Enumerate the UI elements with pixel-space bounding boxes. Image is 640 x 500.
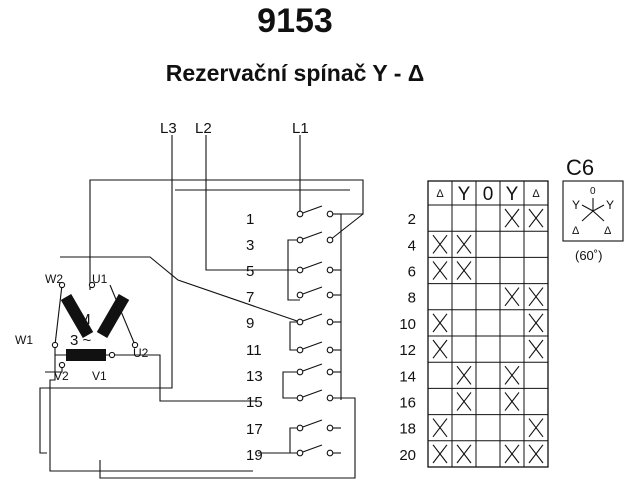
label-l1: L1 — [292, 120, 309, 137]
contact-label-13: 13 — [246, 368, 263, 385]
table-mark — [432, 234, 448, 254]
switch-pos-right-y: Y — [606, 198, 614, 212]
table-mark — [528, 444, 544, 464]
table-mark — [528, 418, 544, 438]
terminal-u2: U2 — [133, 346, 149, 360]
switch-pos-left-y: Y — [572, 198, 580, 212]
contact-label-19: 19 — [246, 447, 263, 464]
table-mark — [456, 392, 472, 411]
terminal-v1: V1 — [92, 369, 107, 383]
table-mark — [432, 418, 448, 438]
winding-right — [96, 293, 130, 339]
table-mark — [456, 261, 472, 280]
wire-u2 — [135, 354, 256, 402]
table-header-2: 0 — [483, 184, 494, 205]
terminal-w1: W1 — [15, 333, 33, 347]
table-mark — [456, 444, 472, 464]
table-mark — [432, 339, 448, 359]
switch-symbol-box — [562, 180, 624, 242]
page-subtitle: Rezervační spínač Y - Δ — [165, 60, 425, 86]
page-title: 9153 — [257, 2, 333, 40]
table-mark — [456, 365, 472, 385]
table-row-label-2: 2 — [408, 211, 416, 228]
table-header-0: Δ — [436, 188, 444, 200]
table-mark — [504, 392, 520, 411]
wire-top-loop-1 — [89, 179, 364, 290]
contact-label-1: 1 — [246, 211, 254, 228]
table-mark — [528, 287, 544, 307]
switch-contacts — [296, 205, 364, 457]
table-header-3: Y — [506, 184, 519, 205]
contact-label-17: 17 — [246, 421, 263, 438]
table-row-label-8: 8 — [408, 290, 416, 307]
terminal-v2: V2 — [54, 369, 69, 383]
terminal-w2: W2 — [45, 272, 63, 286]
table-mark — [504, 287, 520, 307]
contact-label-15: 15 — [246, 394, 263, 411]
table-mark — [528, 339, 544, 359]
table-header-1: Y — [458, 184, 471, 205]
table-row-label-14: 14 — [399, 368, 416, 385]
table-mark — [504, 444, 520, 464]
contact-label-3: 3 — [246, 237, 254, 254]
wire-right-loop — [99, 397, 356, 479]
link-17-19 — [289, 427, 300, 454]
contact-label-7: 7 — [246, 289, 254, 306]
motor-name: M — [78, 311, 91, 328]
link-13-15 — [282, 371, 300, 399]
table-mark — [432, 444, 448, 464]
table-frame — [427, 180, 549, 468]
label-l3: L3 — [160, 120, 177, 137]
motor-symbol — [51, 281, 139, 369]
table-header-4: Δ — [532, 188, 540, 200]
table-row-label-18: 18 — [399, 421, 416, 438]
table-mark — [456, 234, 472, 254]
switch-code: C6 — [566, 155, 594, 180]
motor-phase-symbol: 3 ~ — [70, 332, 92, 349]
contact-label-9: 9 — [246, 315, 254, 332]
table-mark — [432, 261, 448, 280]
contact-label-5: 5 — [246, 263, 254, 280]
table-row-label-6: 6 — [408, 264, 416, 281]
contact-label-11: 11 — [246, 342, 262, 359]
table-row-label-10: 10 — [399, 316, 416, 333]
table-row-label-16: 16 — [399, 395, 416, 412]
left-contact-labels: 1 3 5 7 9 11 13 15 17 19 — [246, 211, 263, 464]
switch-center-label: 0 — [590, 186, 596, 197]
switch-code-symbol: C6 0 Y Y Δ Δ (60˚) — [562, 155, 624, 263]
winding-left — [60, 293, 94, 339]
table-row-label-4: 4 — [408, 237, 416, 254]
table-mark — [432, 313, 448, 333]
wire-left-loop — [49, 345, 253, 472]
wire-w2-diag — [60, 256, 301, 323]
switch-angle: (60˚) — [575, 248, 602, 263]
switch-pos-right-delta: Δ — [604, 225, 612, 237]
winding-bottom — [66, 349, 106, 361]
table-mark — [504, 208, 520, 228]
table-mark — [528, 208, 544, 228]
label-l2: L2 — [195, 120, 212, 137]
table-row-label-20: 20 — [399, 447, 416, 464]
table-row-label-12: 12 — [399, 342, 416, 359]
table-mark — [528, 313, 544, 333]
switch-pos-left-delta: Δ — [572, 225, 580, 237]
wire-l3 — [39, 135, 173, 454]
table-mark — [504, 365, 520, 385]
link-9-11 — [289, 321, 300, 351]
terminal-u1: U1 — [92, 272, 108, 286]
